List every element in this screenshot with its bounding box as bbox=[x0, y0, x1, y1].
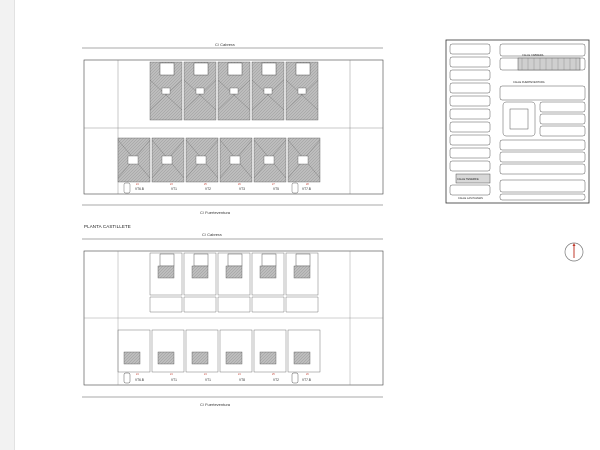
unit-label: VT8 bbox=[239, 378, 245, 382]
unit-number: 24 bbox=[136, 183, 139, 186]
castillete-bottom-row bbox=[117, 329, 321, 384]
unit-label: VT1 bbox=[171, 378, 177, 382]
unit-label: VT7.B bbox=[302, 378, 311, 382]
unit-number: 28 bbox=[306, 183, 309, 186]
unit-label: VT3 bbox=[239, 187, 245, 191]
unit-number: 26 bbox=[306, 373, 309, 376]
unit-label: VT7.B bbox=[302, 187, 311, 191]
unit-number: 24 bbox=[136, 373, 139, 376]
bottom-row-houses bbox=[117, 137, 321, 194]
unit-number: 25 bbox=[272, 373, 275, 376]
map-street-label: CALLE CABRERA bbox=[522, 53, 544, 57]
unit-number: 24 bbox=[238, 373, 241, 376]
top-row-houses bbox=[149, 61, 319, 121]
unit-label: VT2 bbox=[205, 187, 211, 191]
unit-number: 23 bbox=[170, 183, 173, 186]
north-arrow-icon bbox=[564, 242, 584, 262]
unit-number: 24 bbox=[170, 373, 173, 376]
street-label-bottom: C/ Fuerteventura bbox=[200, 402, 231, 407]
map-street-label: CALLE FUERTEVENTURA bbox=[513, 80, 545, 84]
unit-label: VT6.B bbox=[135, 378, 144, 382]
bottom-plan-unit-labels: 24 VT6.B 24 VT1 24 VT1 24 VT8 25 VT2 26 … bbox=[135, 373, 311, 382]
page-margin bbox=[0, 0, 15, 450]
castillete-top-row bbox=[149, 252, 319, 313]
unit-label: VT1 bbox=[171, 187, 177, 191]
unit-number: 26 bbox=[238, 183, 241, 186]
unit-label: VT1 bbox=[205, 378, 211, 382]
street-label-bottom: C/ Fuerteventura bbox=[200, 210, 231, 215]
unit-label: VT6.B bbox=[135, 187, 144, 191]
top-plan-unit-labels: 24 VT6.B 23 VT1 25 VT2 26 VT3 27 VT5 28 … bbox=[135, 183, 311, 191]
section-title: PLANTA CASTILLETE bbox=[84, 224, 131, 229]
bottom-floor-plan: C/ Cabrera C/ Fuerteventura bbox=[82, 232, 384, 407]
map-street-label: CALLE TENERIFE bbox=[457, 177, 479, 181]
street-label-top: C/ Cabrera bbox=[202, 232, 222, 237]
unit-number: 24 bbox=[204, 373, 207, 376]
top-floor-plan: C/ Cabrera C/ Fuerteventura bbox=[82, 42, 384, 215]
unit-number: 27 bbox=[272, 183, 275, 186]
map-street-label: CALLE LAS PALMAS bbox=[458, 196, 483, 200]
location-map: CALLE CABRERA CALLE FUERTEVENTURA CALLE … bbox=[445, 39, 590, 204]
unit-number: 25 bbox=[204, 183, 207, 186]
unit-label: VT2 bbox=[273, 378, 279, 382]
unit-label: VT5 bbox=[273, 187, 279, 191]
street-label-top: C/ Cabrera bbox=[215, 42, 235, 47]
